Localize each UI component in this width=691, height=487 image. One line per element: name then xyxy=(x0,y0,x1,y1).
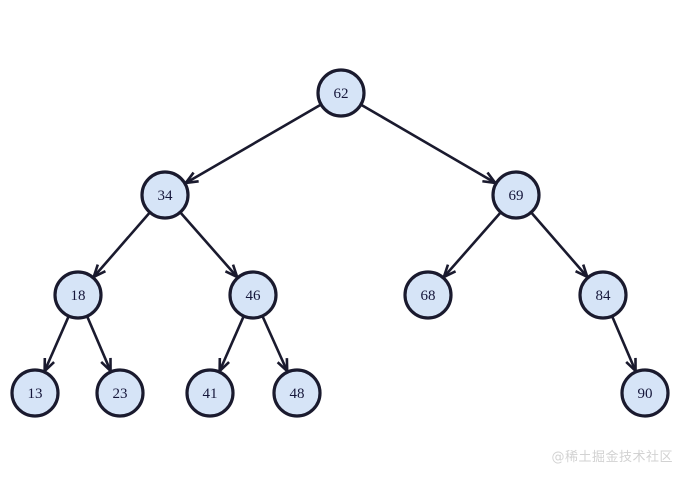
tree-edge xyxy=(360,103,496,185)
node-circle xyxy=(272,368,322,418)
node-label: 13 xyxy=(28,386,43,402)
tree-edge xyxy=(218,315,245,372)
tree-node-48[interactable]: 48 xyxy=(272,368,322,418)
nodes-layer: 62 34 69 18 46 68 84 13 23 41 48 90 xyxy=(10,68,670,418)
node-circle xyxy=(491,170,541,220)
edges-layer xyxy=(43,103,637,375)
node-label: 84 xyxy=(596,288,612,304)
tree-edge xyxy=(261,315,289,372)
tree-edge xyxy=(43,315,70,372)
node-label: 23 xyxy=(113,386,128,402)
tree-node-84[interactable]: 84 xyxy=(578,270,628,320)
tree-node-41[interactable]: 41 xyxy=(185,368,235,418)
watermark-label: @稀土掘金技术社区 xyxy=(551,450,673,465)
node-circle xyxy=(95,368,145,418)
node-label: 90 xyxy=(638,386,653,402)
node-label: 48 xyxy=(290,386,305,402)
node-circle xyxy=(53,270,103,320)
tree-node-18[interactable]: 18 xyxy=(53,270,103,320)
node-circle xyxy=(185,368,235,418)
node-label: 46 xyxy=(246,288,262,304)
tree-node-23[interactable]: 23 xyxy=(95,368,145,418)
tree-edge xyxy=(85,315,112,372)
node-label: 18 xyxy=(71,288,86,304)
node-circle xyxy=(140,170,190,220)
node-circle xyxy=(10,368,60,418)
node-label: 34 xyxy=(158,188,174,204)
tree-node-13[interactable]: 13 xyxy=(10,368,60,418)
tree-edge xyxy=(92,211,151,278)
tree-node-69[interactable]: 69 xyxy=(491,170,541,220)
node-circle xyxy=(578,270,628,320)
tree-edge xyxy=(610,315,637,372)
tree-edge xyxy=(179,211,239,278)
tree-node-46[interactable]: 46 xyxy=(228,270,278,320)
node-circle xyxy=(228,270,278,320)
node-label: 62 xyxy=(334,86,349,102)
node-label: 41 xyxy=(203,386,218,402)
node-circle xyxy=(620,368,670,418)
node-label: 69 xyxy=(509,188,524,204)
node-label: 68 xyxy=(421,288,436,304)
tree-node-68[interactable]: 68 xyxy=(403,270,453,320)
tree-node-62[interactable]: 62 xyxy=(316,68,366,118)
tree-node-90[interactable]: 90 xyxy=(620,368,670,418)
tree-edge xyxy=(530,211,589,278)
tree-edge xyxy=(185,103,322,185)
tree-node-34[interactable]: 34 xyxy=(140,170,190,220)
node-circle xyxy=(316,68,366,118)
tree-edge xyxy=(442,211,502,278)
node-circle xyxy=(403,270,453,320)
